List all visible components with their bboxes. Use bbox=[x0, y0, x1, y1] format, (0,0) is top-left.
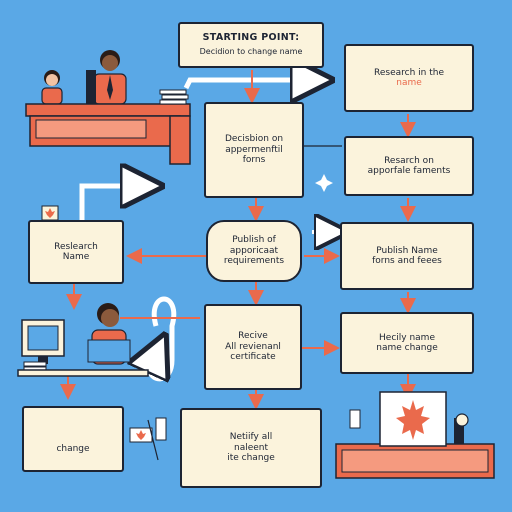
left-change-box: change bbox=[22, 406, 124, 472]
right-step-4-line2: name change bbox=[376, 343, 438, 353]
middle-step-1-line2: appermenftil bbox=[225, 144, 283, 155]
right-step-1-line1: Research in the bbox=[374, 67, 444, 78]
middle-step-4-box: Netiify all naleent ite change bbox=[180, 408, 322, 488]
middle-step-3-line2: All revienanl bbox=[225, 341, 281, 352]
middle-step-1-line1: Decisbion on bbox=[224, 134, 284, 145]
starting-point-title: STARTING POINT: bbox=[202, 32, 300, 44]
right-step-2-line2: apporfale faments bbox=[367, 166, 451, 176]
left-research-box: Reslearch Name bbox=[28, 220, 124, 284]
middle-step-4-line3: ite change bbox=[227, 453, 275, 464]
right-step-2-line1: Resarch on bbox=[384, 155, 434, 166]
starting-point-subtitle: Decidion to change name bbox=[199, 47, 303, 57]
right-step-2-box: Resarch on apporfale faments bbox=[344, 136, 474, 196]
computer-worker-icon bbox=[17, 303, 149, 377]
right-step-1-box: Research in the name bbox=[344, 44, 474, 112]
middle-step-2-box: Publish of apporicaat requirements bbox=[206, 220, 302, 282]
left-change-label: change bbox=[56, 443, 90, 454]
right-step-3-box: Publish Name forns and feees bbox=[340, 222, 474, 290]
sparkle-icon bbox=[315, 174, 333, 192]
right-step-4-line1: Hecily name bbox=[379, 332, 435, 343]
middle-step-3-line1: Recive bbox=[238, 331, 268, 342]
middle-step-2-line3: requirements bbox=[223, 256, 285, 267]
middle-step-2-line2: apporicaat bbox=[229, 245, 279, 256]
left-research-line2: Name bbox=[62, 252, 90, 262]
middle-step-3-line3: certificate bbox=[230, 352, 276, 363]
right-step-3-line2: forns and feees bbox=[372, 256, 442, 266]
right-step-3-line1: Publish Name bbox=[376, 245, 438, 256]
left-research-line1: Reslearch bbox=[54, 241, 98, 252]
maple-leaf-icon bbox=[41, 205, 59, 221]
middle-step-3-box: Recive All revienanl certificate bbox=[204, 304, 302, 390]
right-step-1-line2: name bbox=[396, 78, 422, 88]
middle-step-1-box: Decisbion on appermenftil forns bbox=[204, 102, 304, 198]
person-at-desk-icon bbox=[25, 50, 191, 165]
middle-step-4-line2: naleent bbox=[233, 442, 269, 453]
middle-step-2-line1: Publish of bbox=[232, 235, 276, 246]
middle-step-4-line1: Netiify all bbox=[229, 432, 273, 443]
starting-point-box: STARTING POINT: Decidion to change name bbox=[178, 22, 324, 68]
canadian-flag-icon bbox=[335, 391, 495, 479]
middle-step-1-line3: forns bbox=[242, 155, 266, 166]
right-step-4-box: Hecily name name change bbox=[340, 312, 474, 374]
